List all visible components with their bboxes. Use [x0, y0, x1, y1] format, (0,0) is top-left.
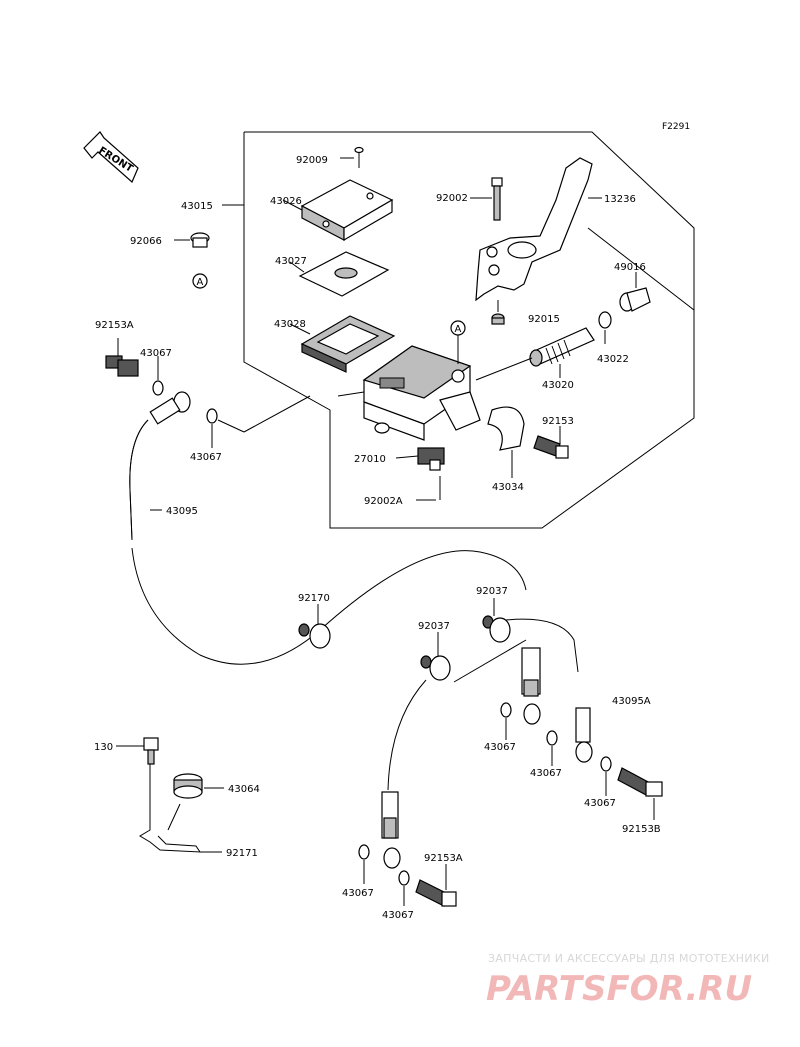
part-label: 92153: [542, 416, 574, 427]
leader-43028: [289, 323, 311, 335]
reservoir-cap-icon: [300, 179, 394, 242]
bolt-130-icon: [143, 737, 159, 765]
part-label: 27010: [354, 454, 386, 465]
clamp-92170-icon: [298, 623, 331, 649]
part-label: 92002A: [364, 496, 403, 507]
part-label: 92037: [476, 586, 508, 597]
part-label: 92170: [298, 593, 330, 604]
hidden-edge-4: [217, 419, 245, 433]
leader-43027: [289, 261, 305, 273]
brake-hose-43095a-right-icon: [575, 707, 593, 763]
hidden-edge-1: [337, 391, 365, 397]
washer-43067-c-icon: [500, 702, 512, 718]
part-label: 43067: [382, 910, 414, 921]
clamp-92037-a-icon: [420, 655, 451, 681]
part-label: 43067: [342, 888, 374, 899]
hidden-edge-3: [475, 357, 533, 381]
diagram-ref-code: F2291: [662, 122, 690, 132]
part-label: 43034: [492, 482, 524, 493]
master-cylinder-body-icon: [362, 345, 481, 441]
clip-43022-icon: [598, 311, 612, 329]
part-label: 43028: [274, 319, 306, 330]
part-label: 43022: [597, 354, 629, 365]
banjo-bolt-92153b-icon: [617, 767, 663, 797]
part-label: 92153B: [622, 824, 661, 835]
clamp-92037-b-icon: [482, 615, 511, 643]
part-label: 92066: [130, 236, 162, 247]
washer-43067-d-icon: [546, 730, 558, 746]
part-label: 43095: [166, 506, 198, 517]
assembly-outline: [243, 131, 695, 529]
brake-switch-icon: [417, 447, 445, 471]
watermark-tagline: ЗАПЧАСТИ И АКСЕССУАРЫ ДЛЯ МОТОТЕХНИКИ: [488, 952, 770, 965]
front-arrow-icon: FRONT: [83, 131, 139, 183]
part-label: 43020: [542, 380, 574, 391]
part-label: 92009: [296, 155, 328, 166]
bolt-92153-icon: [533, 435, 569, 459]
bracket-92171-icon: [139, 764, 201, 853]
brake-line-curve: [131, 547, 321, 665]
part-label: 43026: [270, 196, 302, 207]
diaphragm-icon: [300, 315, 396, 373]
washer-43067-f-icon: [358, 844, 370, 860]
banjo-bolt-top-icon: [105, 355, 139, 377]
part-label: 130: [94, 742, 113, 753]
hose-link-line: [453, 639, 527, 683]
part-label: 49016: [614, 262, 646, 273]
part-label: 92002: [436, 193, 468, 204]
grommet-43064-icon: [173, 773, 203, 799]
hidden-edge-2: [587, 227, 695, 311]
part-label: 92015: [528, 314, 560, 325]
banjo-bolt-bottom-icon: [415, 879, 457, 907]
piston-kit-icon: [529, 327, 595, 367]
svg-text:A: A: [197, 277, 204, 288]
screw-92009-icon: [354, 146, 364, 168]
boot-49016-icon: [619, 287, 651, 312]
diaphragm-plate-icon: [298, 251, 390, 297]
washer-43067-b-icon: [206, 408, 218, 424]
marker-a-left: A: [192, 273, 208, 289]
part-label: 43067: [140, 348, 172, 359]
part-label: 92171: [226, 848, 258, 859]
part-label: 92037: [418, 621, 450, 632]
part-label: 43067: [530, 768, 562, 779]
part-label: 43027: [275, 256, 307, 267]
brake-hose-43095-icon: [129, 391, 191, 541]
part-label: 43067: [190, 452, 222, 463]
leader-43026: [282, 199, 303, 211]
brake-line-curve-upper: [319, 550, 527, 631]
washer-43067-a-icon: [152, 380, 164, 396]
part-label: 43067: [584, 798, 616, 809]
cap-92066-icon: [190, 232, 210, 248]
washer-43067-e-icon: [600, 756, 612, 772]
watermark-logo: PARTSFOR.RU: [486, 969, 752, 1009]
part-label: 92153A: [95, 320, 134, 331]
marker-a-right: A: [450, 320, 466, 336]
part-label: 13236: [604, 194, 636, 205]
brake-lever-icon: [475, 157, 593, 302]
part-label: 92153A: [424, 853, 463, 864]
svg-text:A: A: [455, 324, 462, 335]
bolt-92002-icon: [491, 177, 503, 221]
part-label: 43015: [181, 201, 213, 212]
brake-line-curve-right: [505, 618, 579, 673]
brake-hose-43095a-left-icon: [521, 647, 541, 725]
clamp-43034-icon: [487, 406, 525, 451]
part-label: 43064: [228, 784, 260, 795]
part-label: 43095A: [612, 696, 651, 707]
leader-27010: [395, 455, 419, 459]
nut-92015-icon: [491, 313, 505, 325]
hidden-edge-5: [243, 395, 311, 433]
brake-hose-bottom-icon: [381, 679, 427, 869]
washer-43067-g-icon: [398, 870, 410, 886]
part-label: 43067: [484, 742, 516, 753]
